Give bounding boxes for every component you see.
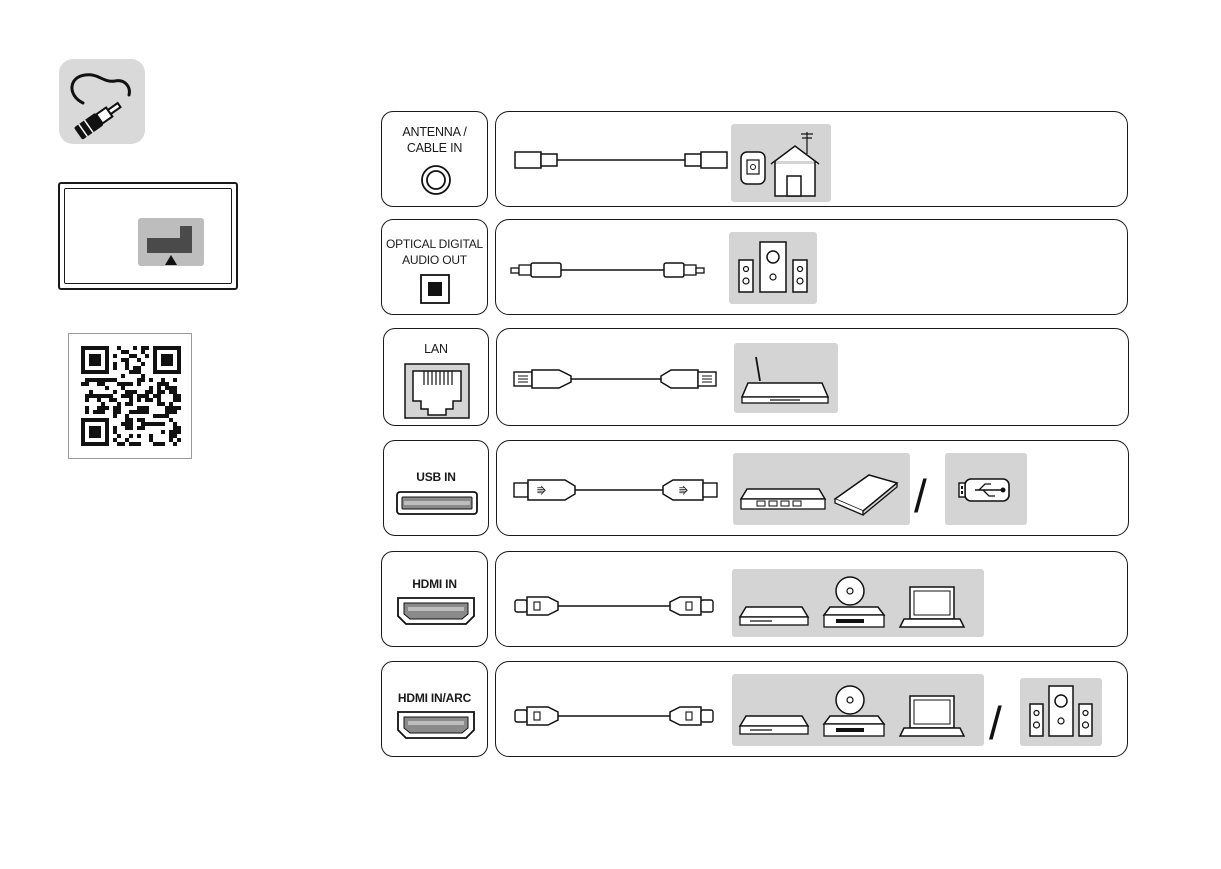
port-hdmi-arc: HDMI IN/ARC: [381, 661, 488, 757]
media-players-icon: [732, 569, 984, 637]
port-label-lan: LAN: [384, 341, 488, 357]
arc-media-players-icon: [732, 674, 984, 746]
media-devices-area: [732, 569, 984, 637]
port-area-highlight: [138, 218, 204, 266]
connection-usb: ⭆ ⭆ /: [496, 440, 1129, 536]
optical-port-icon: [420, 274, 450, 304]
port-panel-shape: [146, 224, 194, 254]
connection-antenna: [495, 111, 1128, 207]
usb-stick-device-area: [945, 453, 1027, 525]
cable-plug-icon: [59, 59, 145, 144]
svg-text:⭆: ⭆: [537, 485, 546, 497]
ethernet-cable-icon: [513, 367, 717, 391]
usb-cable-icon: ⭆ ⭆: [513, 477, 719, 503]
arc-speaker-device-area: [1020, 678, 1102, 746]
connection-hdmi-arc: /: [495, 661, 1128, 757]
port-label-usb: USB IN: [384, 469, 488, 485]
tv-rear-panel-icon: [58, 182, 238, 290]
connection-optical: [495, 219, 1128, 315]
qr-code-icon: [68, 333, 192, 459]
usb-stick-icon: [945, 453, 1027, 525]
separator-slash: /: [914, 473, 927, 519]
speaker-device-area: [729, 232, 817, 304]
connection-hdmi: [495, 551, 1128, 647]
port-usb: USB IN: [383, 440, 489, 536]
port-label-optical: OPTICAL DIGITAL AUDIO OUT: [382, 236, 487, 268]
arc-media-devices-area: [732, 674, 984, 746]
antenna-house-icon: [731, 124, 831, 202]
ethernet-port-icon: [404, 363, 470, 419]
connection-lan: [496, 328, 1129, 426]
port-label-hdmi-arc: HDMI IN/ARC: [382, 690, 487, 706]
separator-slash-arc: /: [989, 700, 1002, 746]
port-hdmi: HDMI IN: [381, 551, 488, 647]
speaker-system-icon: [729, 232, 817, 304]
router-icon: [734, 343, 838, 413]
svg-text:⭆: ⭆: [679, 485, 688, 497]
hdmi-arc-port-icon: [396, 710, 476, 740]
port-label-antenna: ANTENNA / CABLE IN: [382, 124, 487, 156]
coax-port-icon: [420, 164, 452, 196]
antenna-device-area: [731, 124, 831, 202]
hdmi-arc-cable-icon: [514, 704, 714, 728]
port-antenna: ANTENNA / CABLE IN: [381, 111, 488, 207]
usb-port-icon: [396, 491, 478, 515]
port-optical: OPTICAL DIGITAL AUDIO OUT: [381, 219, 488, 315]
arc-speaker-system-icon: [1020, 678, 1102, 746]
optical-cable-icon: [510, 260, 706, 280]
router-device-area: [734, 343, 838, 413]
hdmi-port-icon: [396, 596, 476, 626]
hdd-devices-icon: [733, 453, 910, 525]
port-label-hdmi: HDMI IN: [382, 576, 487, 592]
coax-cable-icon: [514, 144, 728, 176]
hdmi-cable-icon: [514, 594, 714, 618]
usb-storage-device-area: [733, 453, 910, 525]
port-lan: LAN: [383, 328, 489, 426]
arrow-up-icon: [165, 255, 177, 265]
